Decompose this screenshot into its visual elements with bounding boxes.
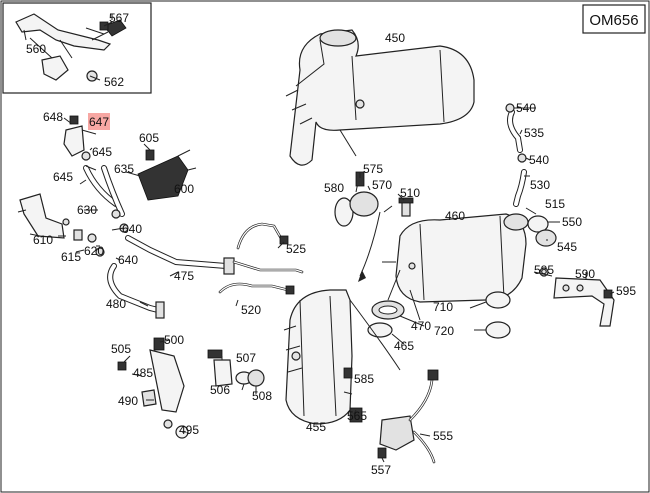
part-label: 557	[371, 463, 391, 477]
part-label: 562	[104, 75, 124, 89]
part-label: 460	[445, 209, 465, 223]
part-label: 635	[114, 162, 134, 176]
part-label: 610	[33, 233, 53, 247]
catalytic-converter-450-drawing	[285, 29, 475, 166]
part-label: 470	[411, 319, 431, 333]
part-labels: 567 560 562 450 648 647 605 645 635 600 …	[26, 11, 636, 477]
part-label: 595	[616, 284, 636, 298]
part-label: 585	[534, 263, 554, 277]
part-label: 485	[133, 366, 153, 380]
part-label: 530	[530, 178, 550, 192]
bracket-610-drawing	[17, 193, 105, 257]
part-label: 570	[372, 178, 392, 192]
part-label: 510	[400, 186, 420, 200]
part-label: 710	[433, 300, 453, 314]
bracket-590-drawing	[539, 267, 615, 327]
part-label: 540	[529, 153, 549, 167]
pipe-530-535-drawing	[505, 103, 536, 207]
part-label: 450	[385, 31, 405, 45]
pipes-630-635-drawing	[83, 165, 129, 233]
parts-506-508-drawing	[207, 349, 265, 387]
part-label: 480	[106, 297, 126, 311]
part-label: 465	[394, 339, 414, 353]
engine-code-box	[582, 4, 646, 34]
part-label: 645	[53, 170, 73, 184]
part-label: 508	[252, 389, 272, 403]
part-label: 545	[557, 240, 577, 254]
part-label: 615	[61, 250, 81, 264]
highlight-marker	[88, 113, 110, 130]
part-label: 640	[118, 253, 138, 267]
part-label-highlighted: 647	[89, 115, 109, 129]
part-label: 495	[179, 423, 199, 437]
part-label: 550	[562, 215, 582, 229]
engine-code: OM656	[589, 12, 638, 29]
part-label: 505	[111, 342, 131, 356]
part-label: 590	[575, 267, 595, 281]
part-label: 565	[347, 409, 367, 423]
pipe-475-drawing	[125, 235, 235, 275]
bracket-560-drawing	[15, 13, 127, 82]
part-label: 520	[241, 303, 261, 317]
bolt-510-drawing	[398, 197, 414, 217]
bracket-600-drawing	[137, 149, 197, 201]
sensor-555-drawing	[343, 367, 439, 464]
part-label: 507	[236, 351, 256, 365]
part-label: 560	[26, 42, 46, 56]
leader-lines	[58, 21, 615, 463]
particulate-filter-460-drawing	[382, 213, 529, 321]
part-label: 600	[174, 182, 194, 196]
part-label: 645	[92, 145, 112, 159]
pipe-480-drawing	[107, 263, 165, 319]
part-label: 525	[286, 242, 306, 256]
part-label: 620	[84, 244, 104, 258]
sensor-lines-520-525-drawing	[218, 222, 304, 295]
part-label: 575	[363, 162, 383, 176]
clamp-580-drawing	[334, 171, 393, 282]
part-label: 640	[122, 222, 142, 236]
part-label: 720	[434, 324, 454, 338]
part-label: 490	[118, 394, 138, 408]
part-label: 630	[77, 203, 97, 217]
part-label: 515	[545, 197, 565, 211]
part-label: 535	[524, 126, 544, 140]
part-label: 500	[164, 333, 184, 347]
part-label: 506	[210, 383, 230, 397]
part-label: 475	[174, 269, 194, 283]
part-label: 567	[109, 11, 129, 25]
clamps-515-545-drawing	[527, 215, 557, 247]
part-label: 648	[43, 110, 63, 124]
parts-648-647-drawing	[63, 115, 91, 161]
part-label: 580	[324, 181, 344, 195]
part-label: 585	[354, 372, 374, 386]
particulate-filter-455-drawing	[283, 289, 401, 425]
part-label: 540	[516, 101, 536, 115]
part-label: 455	[306, 420, 326, 434]
part-label: 605	[139, 131, 159, 145]
part-label: 555	[433, 429, 453, 443]
